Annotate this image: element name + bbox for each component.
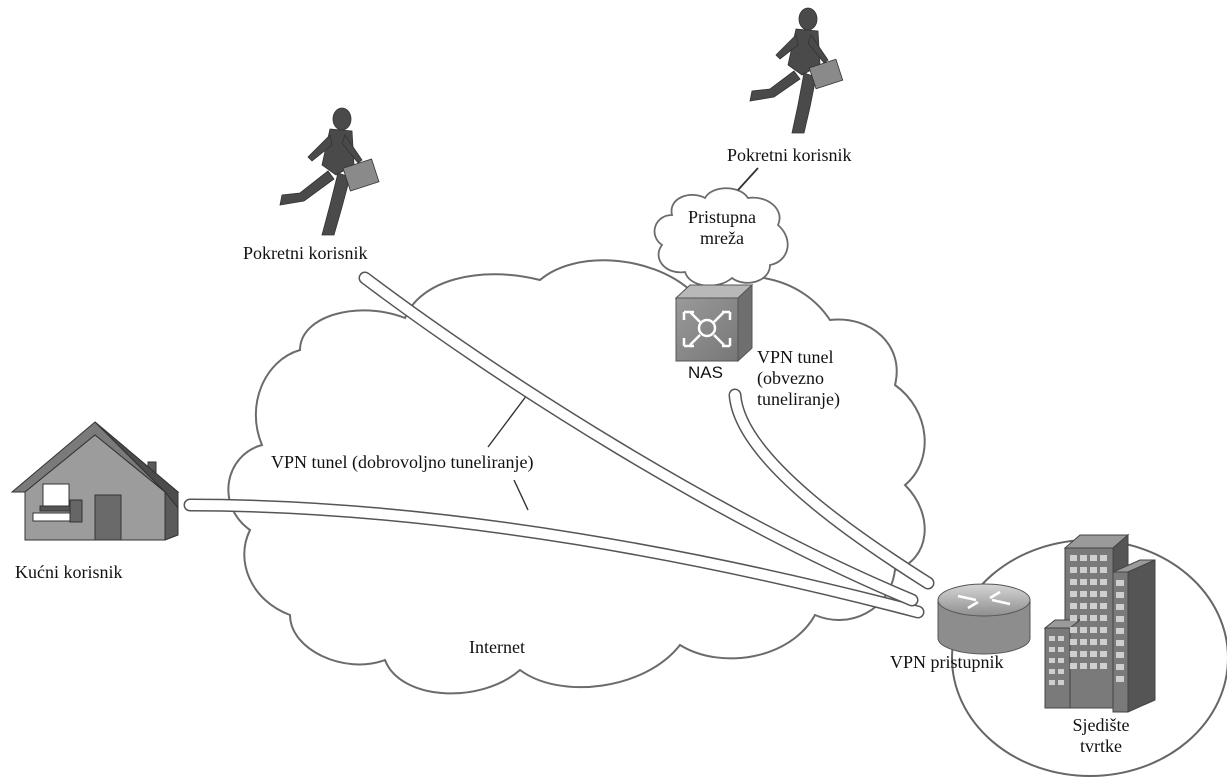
compulsory-tunnel-label-line2: (obvezno [757,368,824,388]
internet-cloud [227,259,926,695]
headquarters-label: Sjedište tvrtke [1056,715,1146,757]
headquarters-label-line1: Sjedište [1072,715,1130,735]
headquarters-label-line2: tvrtke [1080,736,1122,756]
house-with-computer-icon [10,421,180,541]
compulsory-tunnel-label-line3: tuneliranje) [757,389,840,409]
home-user-label: Kućni korisnik [15,562,123,582]
mobile-user-top-label: Pokretni korisnik [727,145,852,165]
leader-line-1 [487,394,528,448]
leader-line-2 [513,479,529,511]
voluntary-tunnel-mobile [358,271,919,607]
mobile-user-left-label: Pokretni korisnik [243,243,368,263]
access-network-label-line2: mreža [700,228,744,248]
nas-label: NAS [688,363,723,382]
internet-label: Internet [469,637,525,657]
router-icon [937,583,1031,655]
compulsory-tunnel [728,388,935,590]
compulsory-tunnel-label: VPN tunel (obvezno tuneliranje) [757,347,840,410]
compulsory-tunnel-label-line1: VPN tunel [757,347,834,367]
office-building-icon [1043,533,1156,713]
nas-switch-icon [674,283,754,363]
voluntary-tunnel-label: VPN tunel (dobrovoljno tuneliranje) [271,452,534,472]
line-user-to-access-network [737,167,759,191]
access-network-label: Pristupna mreža [672,207,772,249]
running-businessman-icon [279,107,380,236]
running-businessman-icon [749,7,844,134]
access-network-cloud [653,187,789,287]
vpn-gateway-label: VPN pristupnik [890,652,1004,672]
access-network-label-line1: Pristupna [687,207,756,227]
voluntary-tunnel-home [183,498,925,619]
